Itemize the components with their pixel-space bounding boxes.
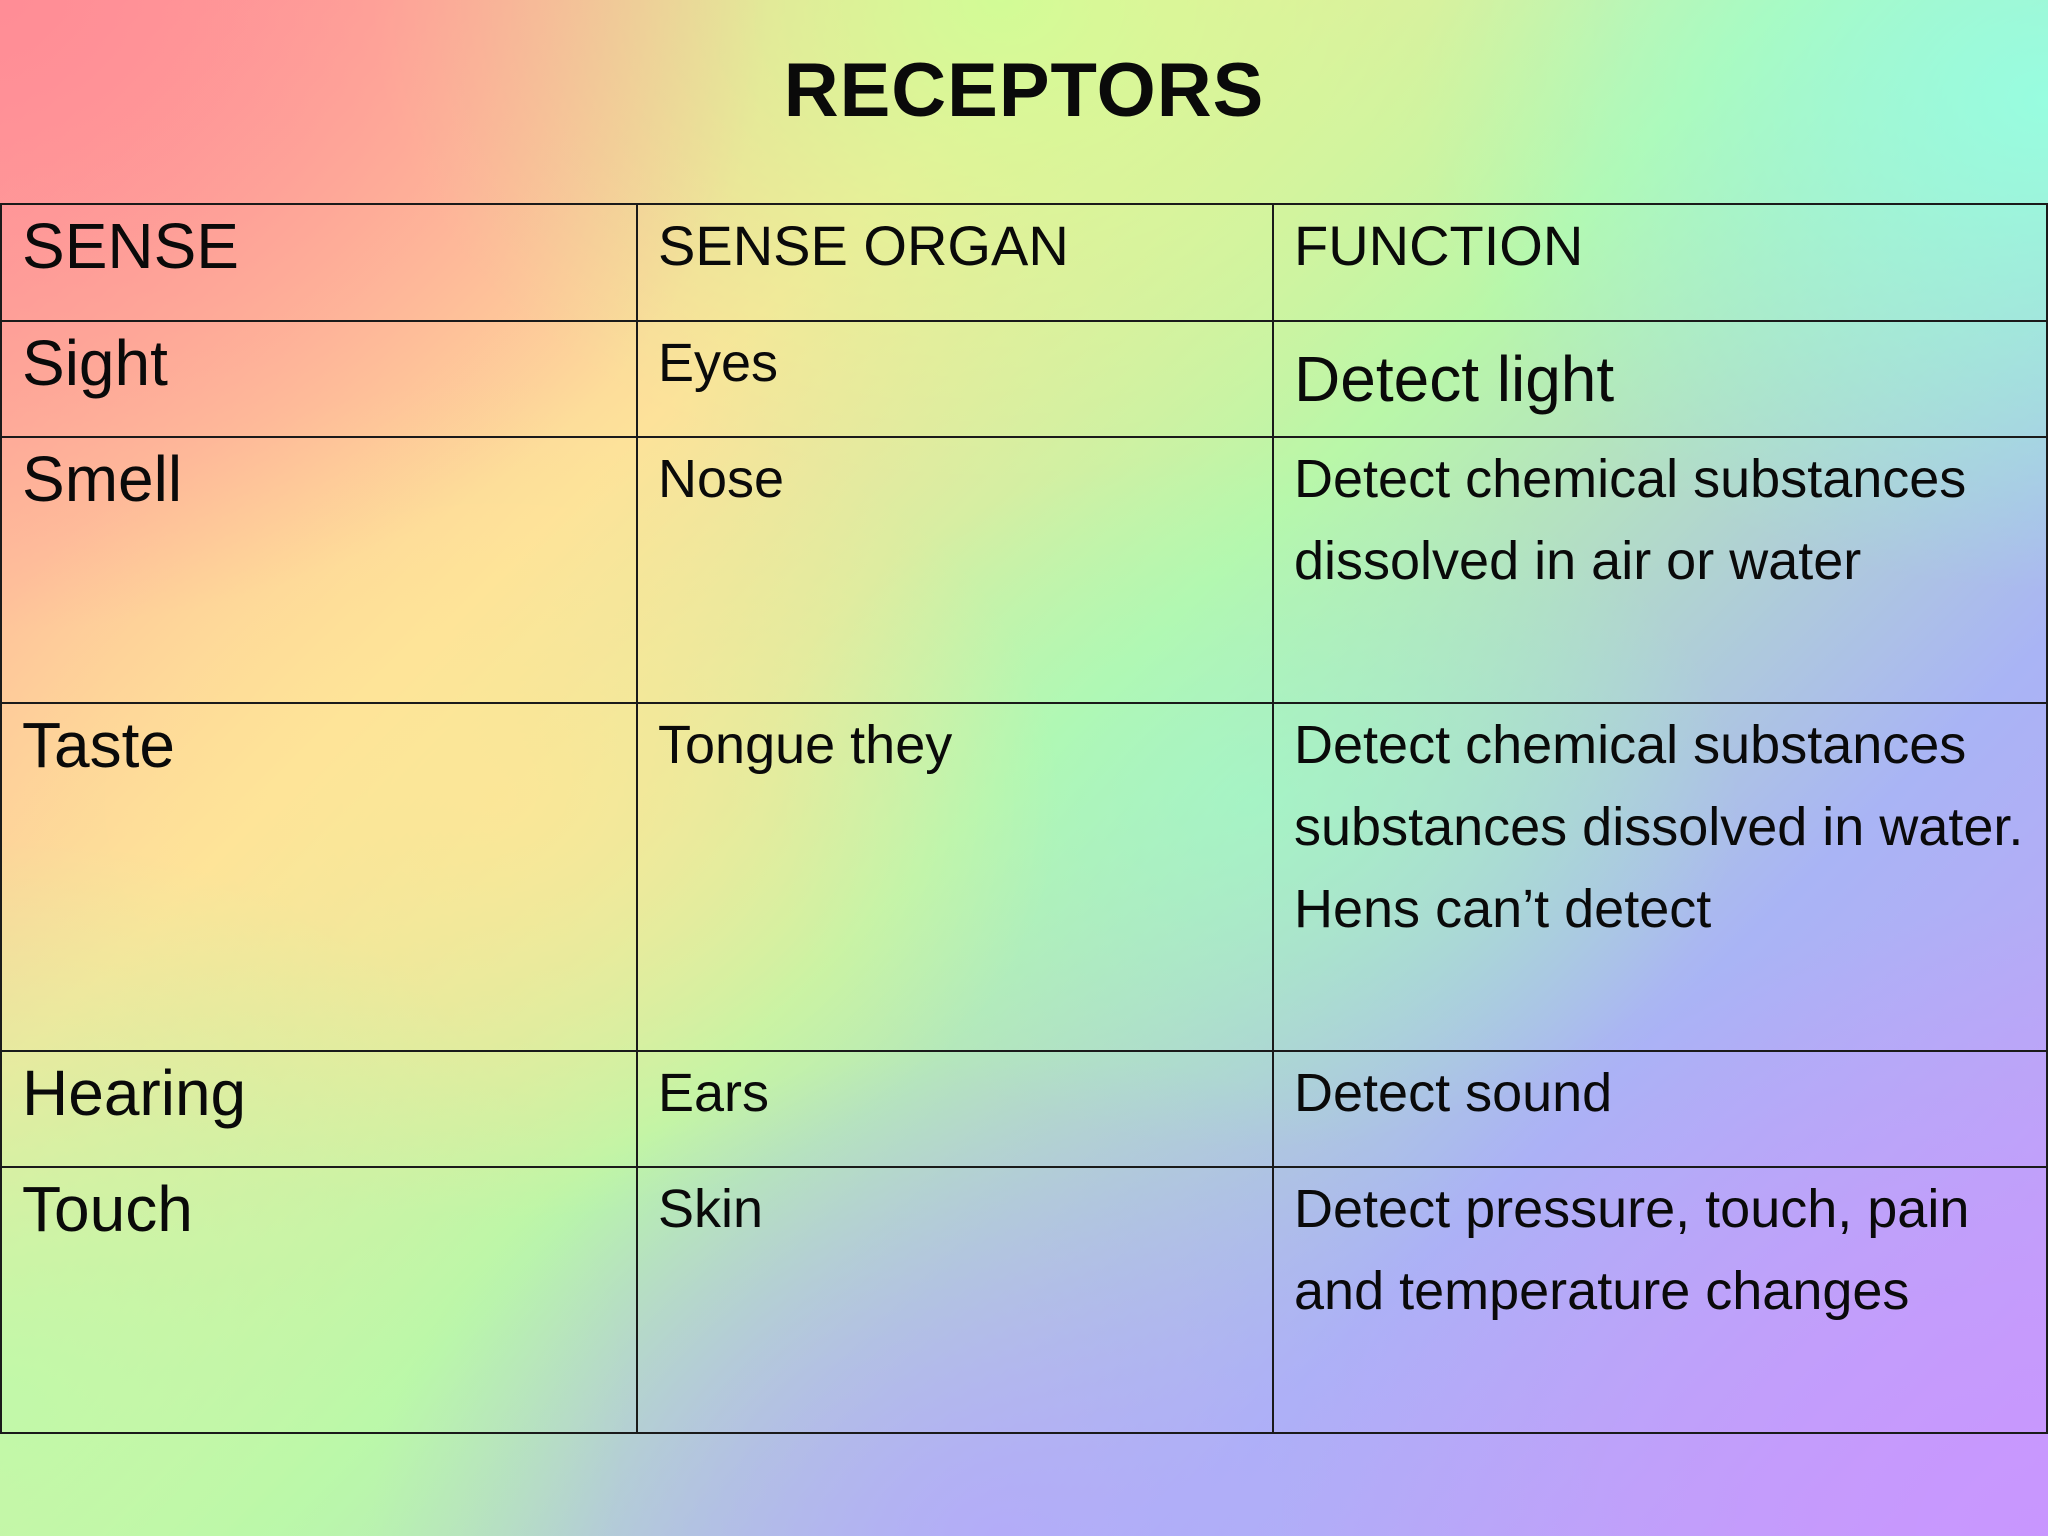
- function-cell: Detect pressure, touch, pain and tempera…: [1272, 1166, 2048, 1434]
- receptors-table: SENSE SENSE ORGAN FUNCTION Sight Eyes De…: [0, 203, 2048, 1434]
- table-row: Sight Eyes Detect light: [0, 320, 2048, 438]
- function-cell: Detect chemical substances substances di…: [1272, 702, 2048, 1052]
- slide-title: RECEPTORS: [783, 48, 1265, 133]
- organ-cell: Eyes: [636, 320, 1274, 438]
- table-row: Touch Skin Detect pressure, touch, pain …: [0, 1166, 2048, 1434]
- header-sense-organ: SENSE ORGAN: [636, 203, 1274, 322]
- organ-cell: Nose: [636, 436, 1274, 704]
- table-row: Hearing Ears Detect sound: [0, 1050, 2048, 1168]
- organ-cell: Tongue they: [636, 702, 1274, 1052]
- table-row: Smell Nose Detect chemical substances di…: [0, 436, 2048, 704]
- sense-cell: Sight: [0, 320, 638, 438]
- table-header-row: SENSE SENSE ORGAN FUNCTION: [0, 203, 2048, 322]
- sense-cell: Taste: [0, 702, 638, 1052]
- organ-cell: Ears: [636, 1050, 1274, 1168]
- function-cell: Detect sound: [1272, 1050, 2048, 1168]
- sense-cell: Smell: [0, 436, 638, 704]
- table-row: Taste Tongue they Detect chemical substa…: [0, 702, 2048, 1052]
- header-function: FUNCTION: [1272, 203, 2048, 322]
- header-sense: SENSE: [0, 203, 638, 322]
- function-cell: Detect chemical substances dissolved in …: [1272, 436, 2048, 704]
- function-cell: Detect light: [1272, 320, 2048, 438]
- sense-cell: Touch: [0, 1166, 638, 1434]
- organ-cell: Skin: [636, 1166, 1274, 1434]
- sense-cell: Hearing: [0, 1050, 638, 1168]
